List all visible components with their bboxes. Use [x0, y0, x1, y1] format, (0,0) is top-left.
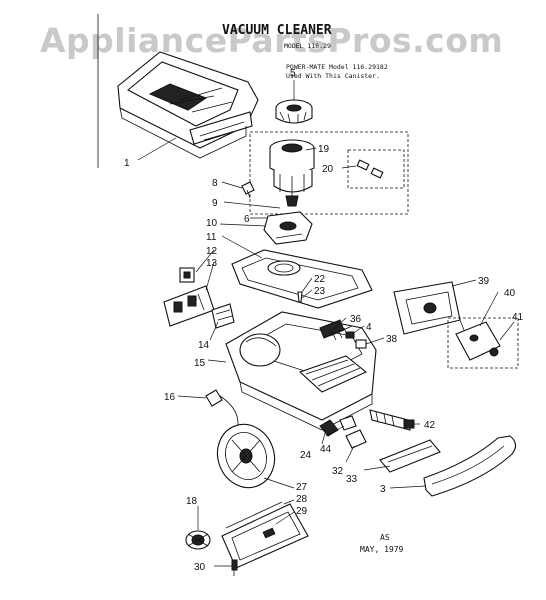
footer-code: AS — [380, 533, 390, 542]
part-42-hose-connector — [369, 409, 415, 431]
callout-28: 28 — [296, 494, 308, 505]
callout-1: 1 — [124, 158, 130, 169]
part-8-bolt — [241, 181, 255, 199]
part-39-bag-holder — [393, 281, 465, 335]
callout-4: 4 — [366, 322, 372, 333]
part-4-latch — [345, 331, 355, 339]
part-29-bottom-plate — [221, 503, 309, 569]
part-3-bumper — [423, 435, 517, 497]
callout-10: 10 — [206, 218, 218, 229]
part-32-bracket — [345, 429, 367, 449]
part-12-switch-plate — [163, 285, 215, 327]
callout-12: 12 — [206, 246, 218, 257]
callout-20: 20 — [322, 164, 334, 175]
callout-3: 3 — [380, 484, 386, 495]
callout-9: 9 — [212, 198, 218, 209]
callout-5: 5 — [290, 68, 296, 79]
callout-36: 36 — [350, 314, 362, 325]
part-14-filter — [211, 303, 235, 329]
leader-lines — [137, 80, 515, 567]
part-20-brushes — [356, 159, 384, 179]
part-41-bracket-plate — [447, 317, 519, 369]
callout-30: 30 — [194, 562, 206, 573]
callout-41: 41 — [512, 312, 524, 323]
callout-16: 16 — [164, 392, 176, 403]
callout-40: 40 — [504, 288, 516, 299]
callout-32: 32 — [332, 466, 344, 477]
part-5-fan-cap — [275, 99, 313, 124]
part-10-motor-mount — [263, 211, 313, 245]
part-30-screw — [231, 559, 238, 576]
part-13-switch — [179, 267, 195, 283]
part-38-clip — [355, 339, 367, 349]
callout-11: 11 — [206, 232, 217, 243]
callout-6: 6 — [244, 214, 250, 225]
callout-44: 44 — [320, 444, 332, 455]
callout-19: 19 — [318, 144, 330, 155]
callout-27: 27 — [296, 482, 308, 493]
callout-33: 33 — [346, 474, 358, 485]
part-19-motor — [269, 139, 315, 207]
part-1-canister-lid — [117, 51, 259, 159]
callout-24: 24 — [300, 450, 312, 461]
watermark-text: AppliancePartsPros.com — [40, 21, 503, 60]
callout-18: 18 — [186, 496, 198, 507]
model-number: MODEL 116.29 — [284, 42, 331, 50]
part-24-wheel — [319, 419, 339, 437]
part-40-bracket — [455, 321, 501, 361]
callout-39: 39 — [478, 276, 490, 287]
callout-labels: 1 3 4 5 6 8 9 10 11 12 13 14 15 16 18 19… — [124, 68, 524, 573]
callout-23: 23 — [314, 286, 326, 297]
callout-14: 14 — [198, 340, 210, 351]
footer-date: MAY, 1979 — [360, 545, 404, 554]
callout-22: 22 — [314, 274, 326, 285]
part-15-canister-body — [225, 311, 377, 431]
callout-15: 15 — [194, 358, 206, 369]
part-27-cord-reel — [216, 423, 276, 489]
part-11-gasket-plate — [231, 249, 373, 309]
note-line-1: POWER-MATE Model 116.29182 — [286, 63, 388, 71]
callout-8: 8 — [212, 178, 218, 189]
diagram-title: VACUUM CLEANER — [222, 23, 332, 38]
callout-13: 13 — [206, 258, 218, 269]
part-28-plate-clip — [225, 501, 283, 529]
part-44-caster — [339, 415, 357, 431]
callout-42: 42 — [424, 420, 436, 431]
part-18-knob — [185, 530, 211, 550]
note-line-2: Used With This Canister. — [286, 72, 380, 80]
callout-38: 38 — [386, 334, 398, 345]
callout-29: 29 — [296, 506, 308, 517]
part-33-adapter — [379, 439, 441, 473]
brush-kit-box — [347, 149, 405, 189]
